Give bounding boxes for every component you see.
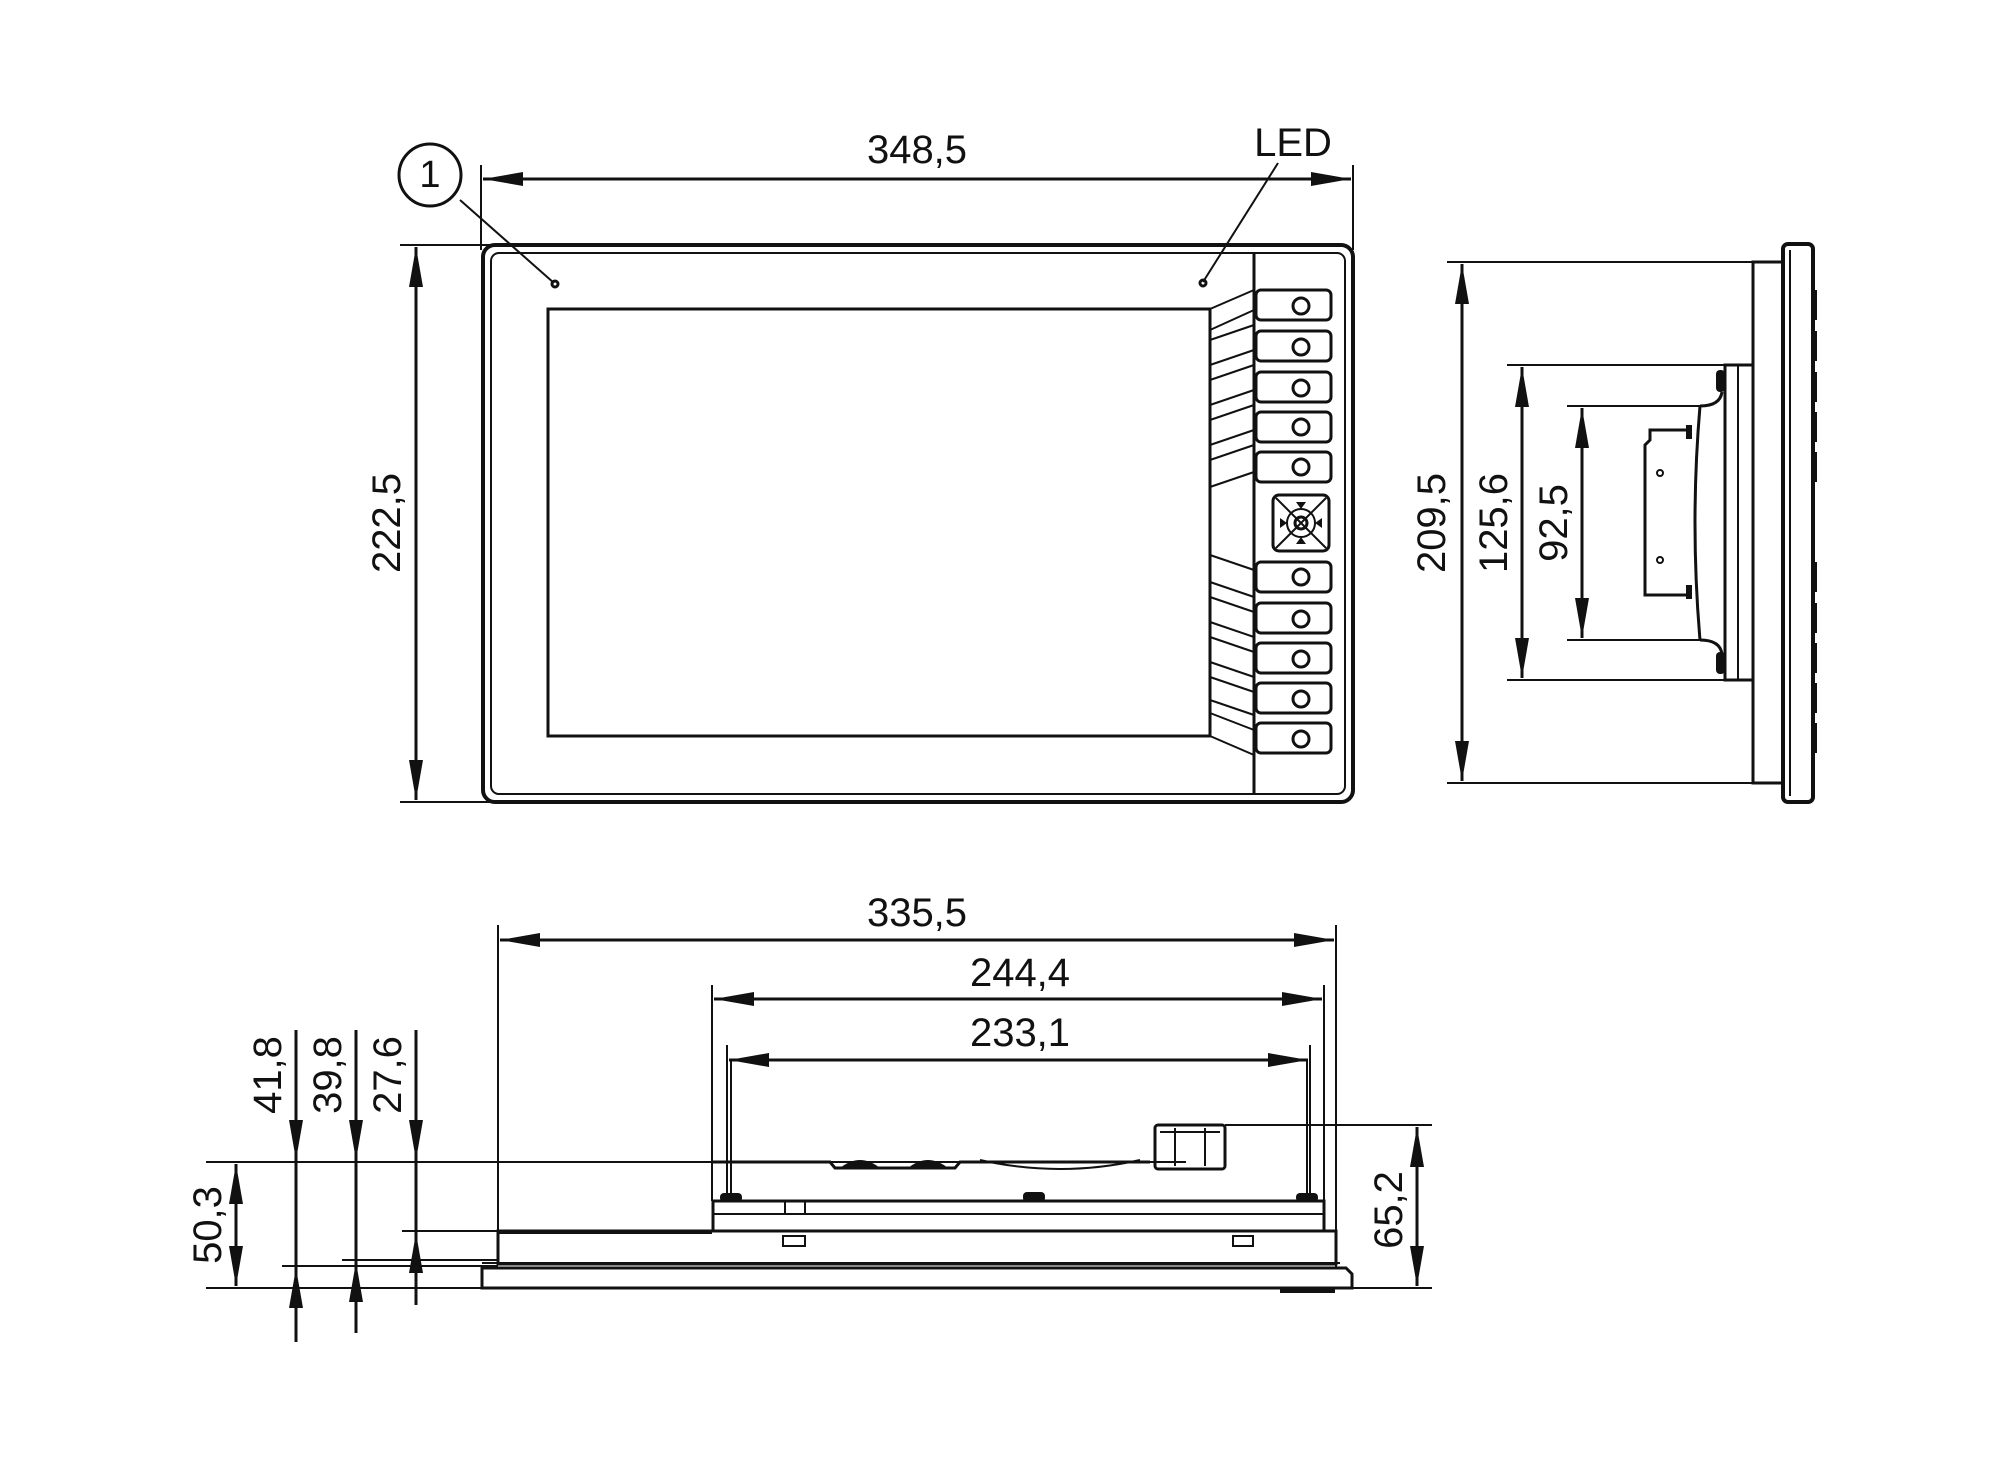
dim-depth-2: 39,8 bbox=[306, 1036, 350, 1114]
callout-1-label: 1 bbox=[419, 154, 441, 196]
dim-side-overall-height: 209,5 bbox=[1410, 472, 1454, 574]
dim-front-width: 348,5 bbox=[866, 128, 968, 172]
function-key-9 bbox=[1254, 681, 1333, 715]
dim-bottom-left-height: 50,3 bbox=[186, 1186, 230, 1264]
function-key-1 bbox=[1254, 288, 1333, 322]
function-key-4 bbox=[1254, 410, 1333, 444]
function-key-10 bbox=[1254, 721, 1333, 755]
dim-bottom-overall-width: 335,5 bbox=[866, 891, 968, 935]
side-view bbox=[1447, 242, 1817, 804]
key-bevels bbox=[1209, 289, 1255, 756]
function-key-6 bbox=[1254, 560, 1333, 594]
navigation-pad-icon bbox=[1271, 493, 1331, 553]
front-view bbox=[397, 142, 1355, 804]
function-keys bbox=[1254, 288, 1333, 755]
dim-depth-3: 27,6 bbox=[366, 1036, 410, 1114]
dim-bottom-right-height: 65,2 bbox=[1367, 1171, 1411, 1249]
led-icon bbox=[1198, 278, 1208, 288]
dim-bottom-mount-width: 244,4 bbox=[969, 951, 1071, 995]
dim-side-mount-height: 125,6 bbox=[1472, 472, 1516, 574]
function-key-2 bbox=[1254, 329, 1333, 363]
function-key-8 bbox=[1254, 641, 1333, 675]
function-key-3 bbox=[1254, 370, 1333, 404]
callout-1-circle bbox=[397, 142, 463, 208]
function-key-5 bbox=[1254, 450, 1333, 484]
dim-bottom-module-width: 233,1 bbox=[969, 1011, 1071, 1055]
bottom-view bbox=[206, 925, 1432, 1342]
dim-front-height: 222,5 bbox=[365, 472, 409, 574]
callout-led-label: LED bbox=[1254, 121, 1332, 165]
function-key-7 bbox=[1254, 601, 1333, 635]
dim-side-module-height: 92,5 bbox=[1532, 484, 1576, 562]
dim-depth-1: 41,8 bbox=[246, 1036, 290, 1114]
